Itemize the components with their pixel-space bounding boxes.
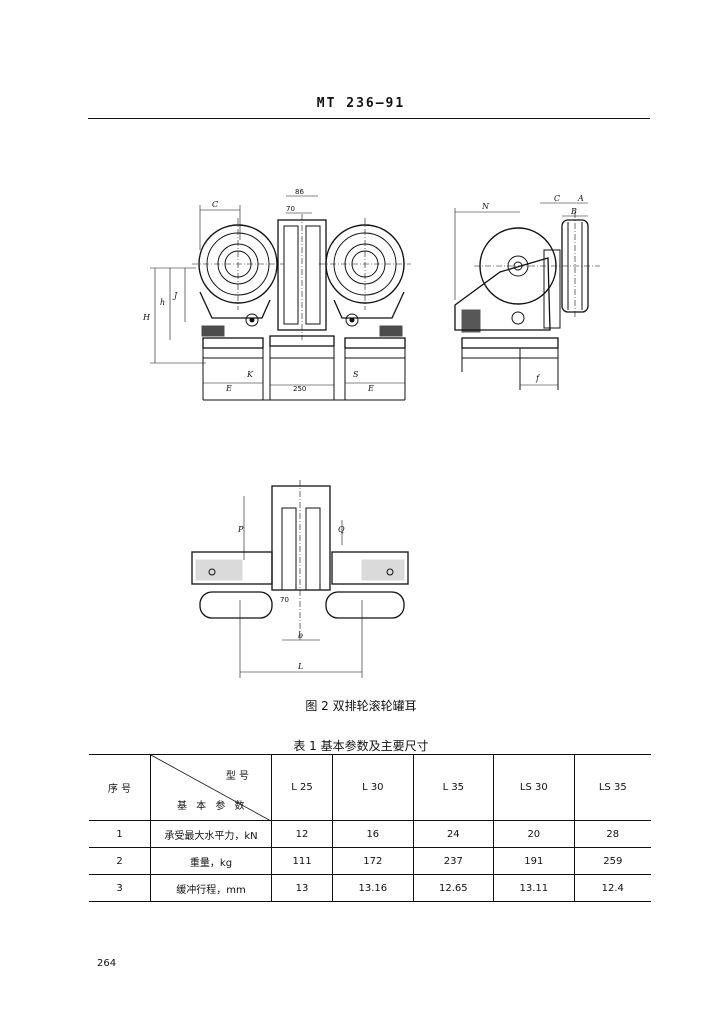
label-H: H — [142, 313, 151, 322]
row-value: 28 — [573, 820, 651, 848]
label-250: 250 — [293, 385, 306, 393]
label-f: f — [535, 374, 541, 383]
label-C-side: C — [554, 194, 560, 203]
label-E-right: E — [367, 384, 374, 393]
technical-drawing: C 86 70 H h J E K 250 S E N C A B f — [142, 188, 600, 678]
page-header-title: MT 236—91 — [316, 96, 406, 111]
label-Q: Q — [338, 525, 345, 534]
label-70-top: 70 — [286, 205, 295, 213]
label-S: S — [353, 370, 359, 379]
label-h: h — [160, 298, 165, 307]
row-value: 24 — [412, 820, 495, 848]
plan-view — [191, 480, 409, 678]
parameters-table: 序 号 型 号 基 本 参 数 L 25 L 30 L 35 LS 30 LS … — [89, 754, 651, 902]
side-view — [454, 202, 600, 390]
table-caption: 表 1 基本参数及主要尺寸 — [293, 739, 429, 753]
row-value: 259 — [573, 847, 651, 875]
row-value: 237 — [412, 847, 495, 875]
header-model-3: L 35 — [412, 754, 495, 821]
diagonal-line — [151, 755, 271, 821]
label-E-left: E — [225, 384, 232, 393]
header-rule — [88, 118, 650, 119]
row-label: 重量，kg — [150, 847, 272, 875]
header-model-4: LS 30 — [493, 754, 575, 821]
header-model-5: LS 35 — [573, 754, 651, 821]
label-b: b — [298, 631, 303, 640]
row-value: 12 — [270, 820, 334, 848]
row-value: 12.65 — [412, 874, 495, 902]
label-C-front: C — [212, 200, 218, 209]
header-diagonal-cell: 型 号 基 本 参 数 — [150, 754, 272, 821]
table-header-row: 序 号 型 号 基 本 参 数 L 25 L 30 L 35 LS 30 LS … — [89, 754, 651, 821]
row-value: 20 — [493, 820, 575, 848]
row-label: 承受最大水平力，kN — [150, 820, 272, 848]
row-no: 2 — [89, 847, 151, 875]
row-value: 111 — [270, 847, 334, 875]
row-value: 13 — [270, 874, 334, 902]
table-row: 1 承受最大水平力，kN 12 16 24 20 28 — [89, 820, 651, 848]
front-view — [150, 195, 411, 401]
row-no: 1 — [89, 820, 151, 848]
label-B: B — [570, 207, 577, 216]
label-N: N — [481, 202, 490, 211]
figure-caption: 图 2 双排轮滚轮罐耳 — [305, 699, 417, 713]
row-value: 13.16 — [332, 874, 414, 902]
header-params: 基 本 参 数 — [177, 801, 248, 812]
header-no: 序 号 — [89, 754, 151, 821]
label-K: K — [246, 370, 254, 379]
row-no: 3 — [89, 874, 151, 902]
row-value: 191 — [493, 847, 575, 875]
header-model: 型 号 — [225, 771, 249, 782]
label-P: P — [237, 525, 244, 534]
page-number: 264 — [97, 958, 117, 969]
table-row: 3 缓冲行程，mm 13 13.16 12.65 13.11 12.4 — [89, 874, 651, 902]
row-value: 172 — [332, 847, 414, 875]
header-model-1: L 25 — [270, 754, 334, 821]
row-label: 缓冲行程，mm — [150, 874, 272, 902]
row-value: 16 — [332, 820, 414, 848]
label-86: 86 — [295, 188, 304, 196]
label-J: J — [172, 291, 178, 300]
row-value: 13.11 — [493, 874, 575, 902]
label-A: A — [577, 194, 584, 203]
label-70-plan: 70 — [280, 596, 289, 604]
header-model-2: L 30 — [332, 754, 414, 821]
label-L: L — [297, 662, 303, 671]
table-row: 2 重量，kg 111 172 237 191 259 — [89, 847, 651, 875]
row-value: 12.4 — [573, 874, 651, 902]
